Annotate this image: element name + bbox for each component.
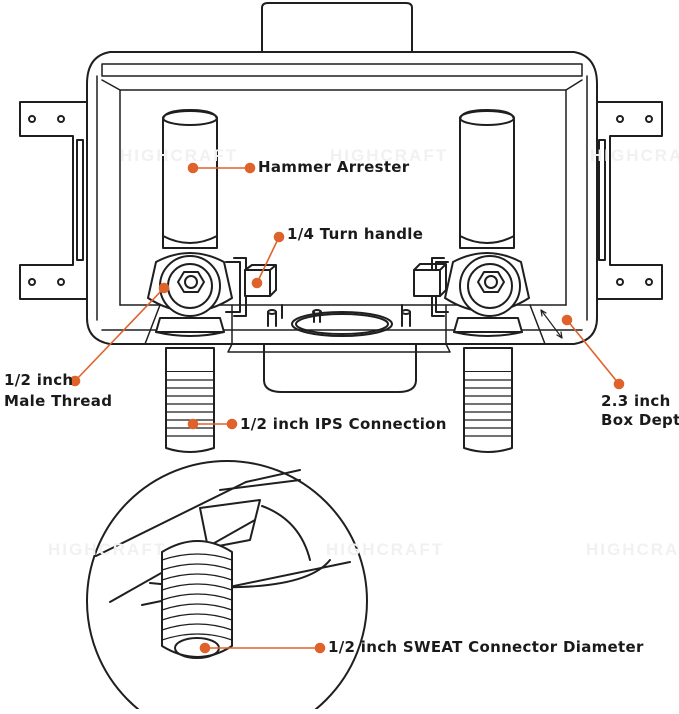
watermark-logo: HIGHCRAFT xyxy=(48,540,167,559)
watermark-logo: HIGHCRAFT xyxy=(590,146,679,165)
watermark-logo: HIGHCRAFT xyxy=(330,146,449,165)
label-hammer-arrester: Hammer Arrester xyxy=(258,158,410,176)
right-turn-handle xyxy=(413,263,447,297)
label-box-depth-line2: Box Dept xyxy=(601,411,679,429)
drain-pipe-top xyxy=(261,2,413,61)
right-mounting-flange xyxy=(596,101,663,300)
left-mounting-flange xyxy=(19,101,88,300)
box-depth-arrow xyxy=(540,309,563,339)
drain-pipe-bottom xyxy=(263,344,417,393)
leader-turn-handle xyxy=(251,231,285,289)
label-sweat-connector: 1/2 inch SWEAT Connector Diameter xyxy=(328,638,644,656)
leader-hammer-arrester xyxy=(187,162,256,174)
leader-ips-connection xyxy=(187,418,238,430)
leader-sweat-connector xyxy=(199,642,326,654)
label-male-thread-line2: Male Thread xyxy=(4,392,113,410)
right-valve-assembly xyxy=(431,109,530,453)
label-turn-handle: 1/4 Turn handle xyxy=(287,225,424,243)
leader-male-thread xyxy=(69,282,170,387)
watermark-logo: HIGHCRAFT xyxy=(120,146,239,165)
watermark-logo: HIGHCRAFT xyxy=(326,540,445,559)
label-ips-connection: 1/2 inch IPS Connection xyxy=(240,415,447,433)
watermark-logo: HIGHCRAFT xyxy=(586,540,679,559)
leader-box-depth xyxy=(561,314,625,390)
detail-magnifier xyxy=(86,460,368,714)
left-valve-assembly xyxy=(147,109,247,453)
label-box-depth-line1: 2.3 inch xyxy=(601,392,671,410)
label-male-thread-line1: 1/2 inch xyxy=(4,371,74,389)
center-drain-opening xyxy=(267,304,411,337)
